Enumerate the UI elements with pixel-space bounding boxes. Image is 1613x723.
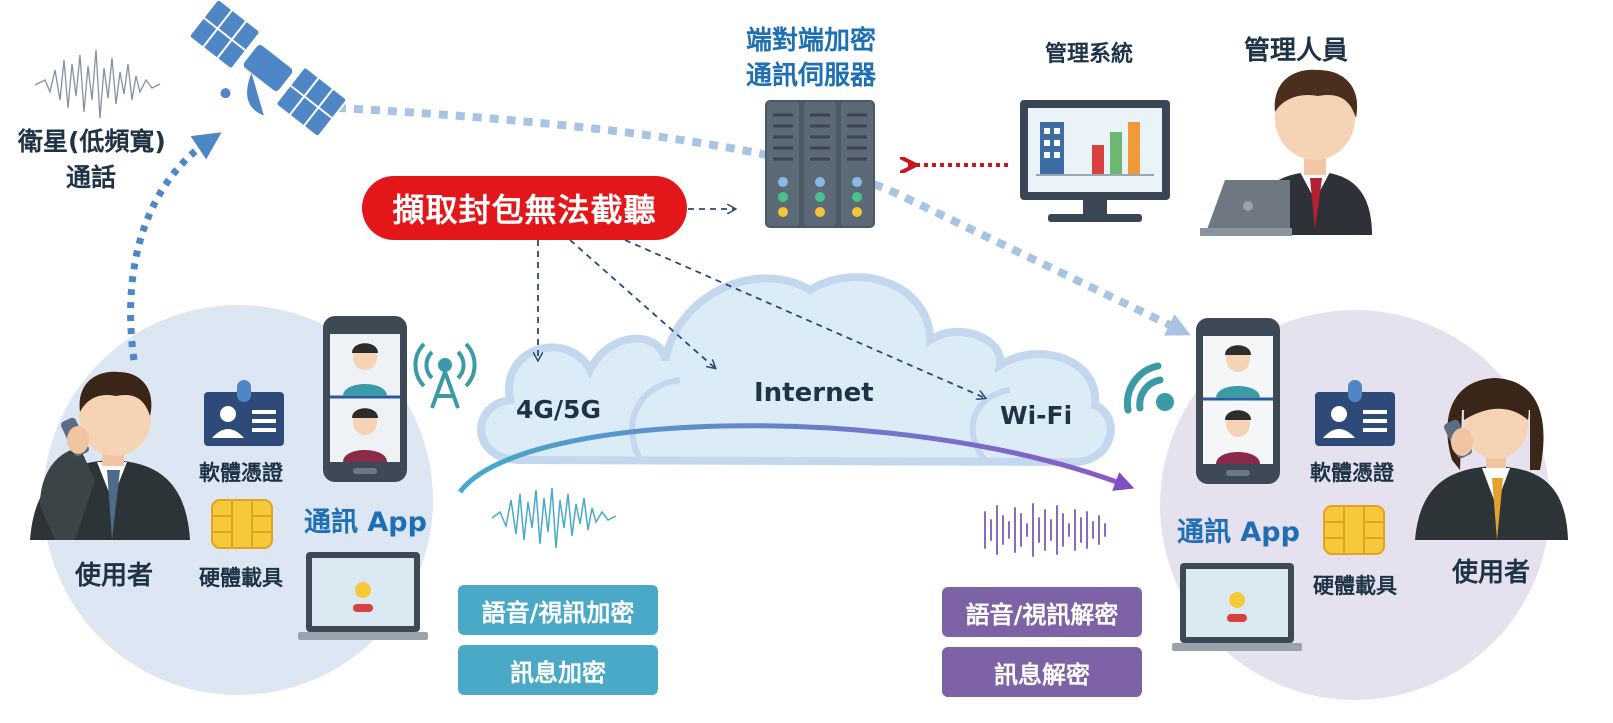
- encrypted-channel-curve: [457, 423, 1135, 494]
- right-user-on-phone-icon: [1415, 378, 1568, 540]
- encrypted-waveform-icon: [491, 487, 617, 549]
- server-label-line2: 通訊伺服器: [746, 61, 877, 91]
- waveform-icon: [34, 49, 161, 119]
- cloud-inner-lines: [629, 377, 1011, 462]
- left-user-on-phone-icon: [30, 371, 190, 540]
- network-wifi-label: Wi-Fi: [1000, 401, 1073, 430]
- decrypted-waveform-icon: [984, 503, 1106, 557]
- right-video-call-phone-icon: [1196, 318, 1280, 484]
- management-system-label: 管理系統: [1045, 42, 1134, 67]
- intercept-arrows: [538, 209, 985, 398]
- satellite-uplink-arrow: [127, 132, 222, 361]
- left-software-credential-label: 軟體憑證: [199, 461, 283, 485]
- message-decrypt-tag: 訊息解密: [942, 647, 1142, 697]
- network-mobile-label: 4G/5G: [516, 395, 601, 424]
- right-hardware-carrier-label: 硬體載具: [1313, 574, 1397, 598]
- left-app-label: 通訊 App: [304, 507, 427, 538]
- server-rack-icon: [765, 100, 875, 228]
- right-id-card-icon: [1315, 380, 1395, 446]
- right-user-label: 使用者: [1452, 558, 1531, 588]
- left-hardware-carrier-label: 硬體載具: [199, 566, 283, 590]
- satellite-label-line1: 衛星(低頻寬): [18, 127, 166, 156]
- left-video-call-phone-icon: [323, 316, 407, 482]
- left-id-card-icon: [204, 380, 284, 446]
- satellite-icon: [188, 0, 348, 138]
- voice-video-encrypt-tag: 語音/視訊加密: [458, 585, 658, 635]
- right-laptop-icon: [1172, 563, 1302, 651]
- left-sim-chip-icon: [211, 499, 273, 549]
- right-app-label: 通訊 App: [1177, 517, 1300, 548]
- right-sim-chip-icon: [1323, 505, 1385, 555]
- intercept-alert-badge: 擷取封包無法截聽: [362, 176, 687, 240]
- right-software-credential-label: 軟體憑證: [1310, 461, 1394, 485]
- server-label-line1: 端對端加密: [746, 26, 877, 56]
- admin-label: 管理人員: [1244, 36, 1349, 66]
- network-internet-label: Internet: [754, 378, 874, 408]
- admin-person-icon: [1200, 69, 1372, 236]
- left-user-label: 使用者: [75, 561, 154, 591]
- chart-monitor-icon: [1020, 100, 1170, 222]
- wifi-icon: [1123, 362, 1174, 414]
- message-encrypt-tag: 訊息加密: [458, 645, 658, 695]
- voice-video-decrypt-tag: 語音/視訊解密: [942, 587, 1142, 637]
- satellite-label-line2: 通話: [66, 163, 117, 192]
- cell-tower-icon: [413, 342, 477, 409]
- internet-cloud: [477, 273, 1115, 467]
- left-laptop-icon: [298, 552, 428, 640]
